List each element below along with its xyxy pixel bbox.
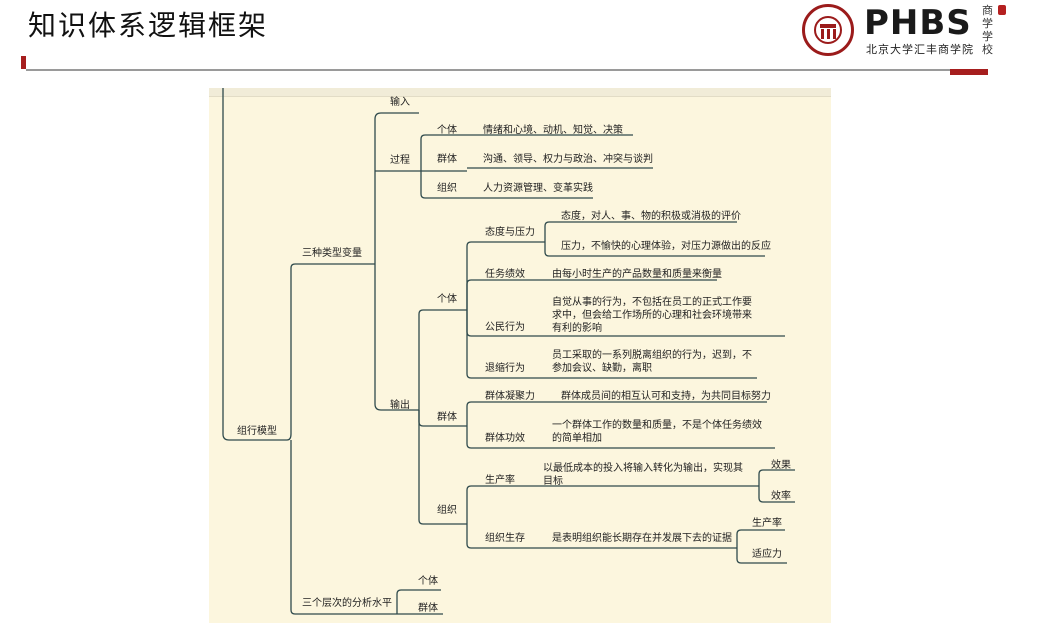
node-productivity: 生产率 bbox=[485, 475, 515, 486]
node-output-org: 组织 bbox=[437, 505, 457, 516]
header-accent-left bbox=[21, 56, 26, 69]
node-process-org-desc: 人力资源管理、变革实践 bbox=[483, 183, 593, 194]
logo-vertical-text: 商学学校 bbox=[982, 4, 993, 56]
mind-map-connectors bbox=[222, 88, 795, 615]
node-group-cohesion-desc: 群体成员间的相互认可和支持，为共同目标努力 bbox=[561, 391, 771, 402]
logo-brand: PHBS bbox=[864, 3, 972, 43]
node-process: 过程 bbox=[390, 155, 410, 166]
node-three-analysis-levels: 三个层次的分析水平 bbox=[302, 598, 392, 609]
node-citizenship-desc: 自觉从事的行为，不包括在员工的正式工作要求中，但会给工作场所的心理和社会环境带来… bbox=[552, 297, 752, 334]
university-seal-icon bbox=[802, 4, 854, 56]
node-process-individual-desc: 情绪和心境、动机、知觉、决策 bbox=[483, 125, 623, 136]
node-output-group: 群体 bbox=[437, 412, 457, 423]
node-group-cohesion: 群体凝聚力 bbox=[485, 391, 535, 402]
logo-school-name: 北京大学汇丰商学院 bbox=[866, 43, 974, 56]
node-process-org: 组织 bbox=[437, 183, 457, 194]
node-group-function-desc: 一个群体工作的数量和质量，不是个体任务绩效的简单相加 bbox=[552, 420, 762, 444]
header-divider bbox=[26, 69, 986, 71]
node-task-performance: 任务绩效 bbox=[485, 269, 525, 280]
node-process-group: 群体 bbox=[437, 154, 457, 165]
node-adaptability: 适应力 bbox=[752, 549, 782, 560]
node-effectiveness: 效果 bbox=[771, 460, 791, 471]
header-accent-right bbox=[950, 69, 988, 75]
node-output: 输出 bbox=[390, 400, 410, 411]
slide-title: 知识体系逻辑框架 bbox=[28, 9, 269, 42]
node-productivity-desc: 以最低成本的投入将输入转化为输出，实现其目标 bbox=[543, 463, 743, 487]
node-withdrawal-desc: 员工采取的一系列脱离组织的行为，迟到，不参加会议、缺勤，离职 bbox=[552, 350, 752, 374]
node-level-individual: 个体 bbox=[418, 576, 438, 587]
node-task-performance-desc: 由每小时生产的产品数量和质量来衡量 bbox=[552, 269, 722, 280]
node-output-individual: 个体 bbox=[437, 294, 457, 305]
node-org-survival: 组织生存 bbox=[485, 533, 525, 544]
node-efficiency: 效率 bbox=[771, 491, 791, 502]
node-attitude-desc: 态度，对人、事、物的积极或消极的评价 bbox=[561, 211, 741, 222]
node-group-function: 群体功效 bbox=[485, 433, 525, 444]
node-root: 组行模型 bbox=[237, 426, 277, 437]
node-citizenship: 公民行为 bbox=[485, 322, 525, 333]
node-withdrawal: 退缩行为 bbox=[485, 363, 525, 374]
node-level-group: 群体 bbox=[418, 603, 438, 614]
node-process-group-desc: 沟通、领导、权力与政治、冲突与谈判 bbox=[483, 154, 653, 165]
mind-map-diagram: 组行模型 三种类型变量 三个层次的分析水平 输入 过程 输出 个体 情绪和心境、… bbox=[209, 88, 831, 623]
node-org-survival-desc: 是表明组织能长期存在并发展下去的证据 bbox=[552, 533, 732, 544]
node-stress-desc: 压力，不愉快的心理体验，对压力源做出的反应 bbox=[561, 241, 771, 252]
phbs-logo: PHBS 北京大学汇丰商学院 商学学校 bbox=[802, 4, 1012, 58]
diagram-top-strip bbox=[209, 88, 831, 97]
node-input: 输入 bbox=[390, 97, 410, 108]
node-attitude-stress: 态度与压力 bbox=[485, 227, 535, 238]
red-stamp-icon bbox=[998, 5, 1006, 15]
node-three-variable-types: 三种类型变量 bbox=[302, 248, 362, 259]
node-survival-productivity: 生产率 bbox=[752, 518, 782, 529]
node-process-individual: 个体 bbox=[437, 125, 457, 136]
